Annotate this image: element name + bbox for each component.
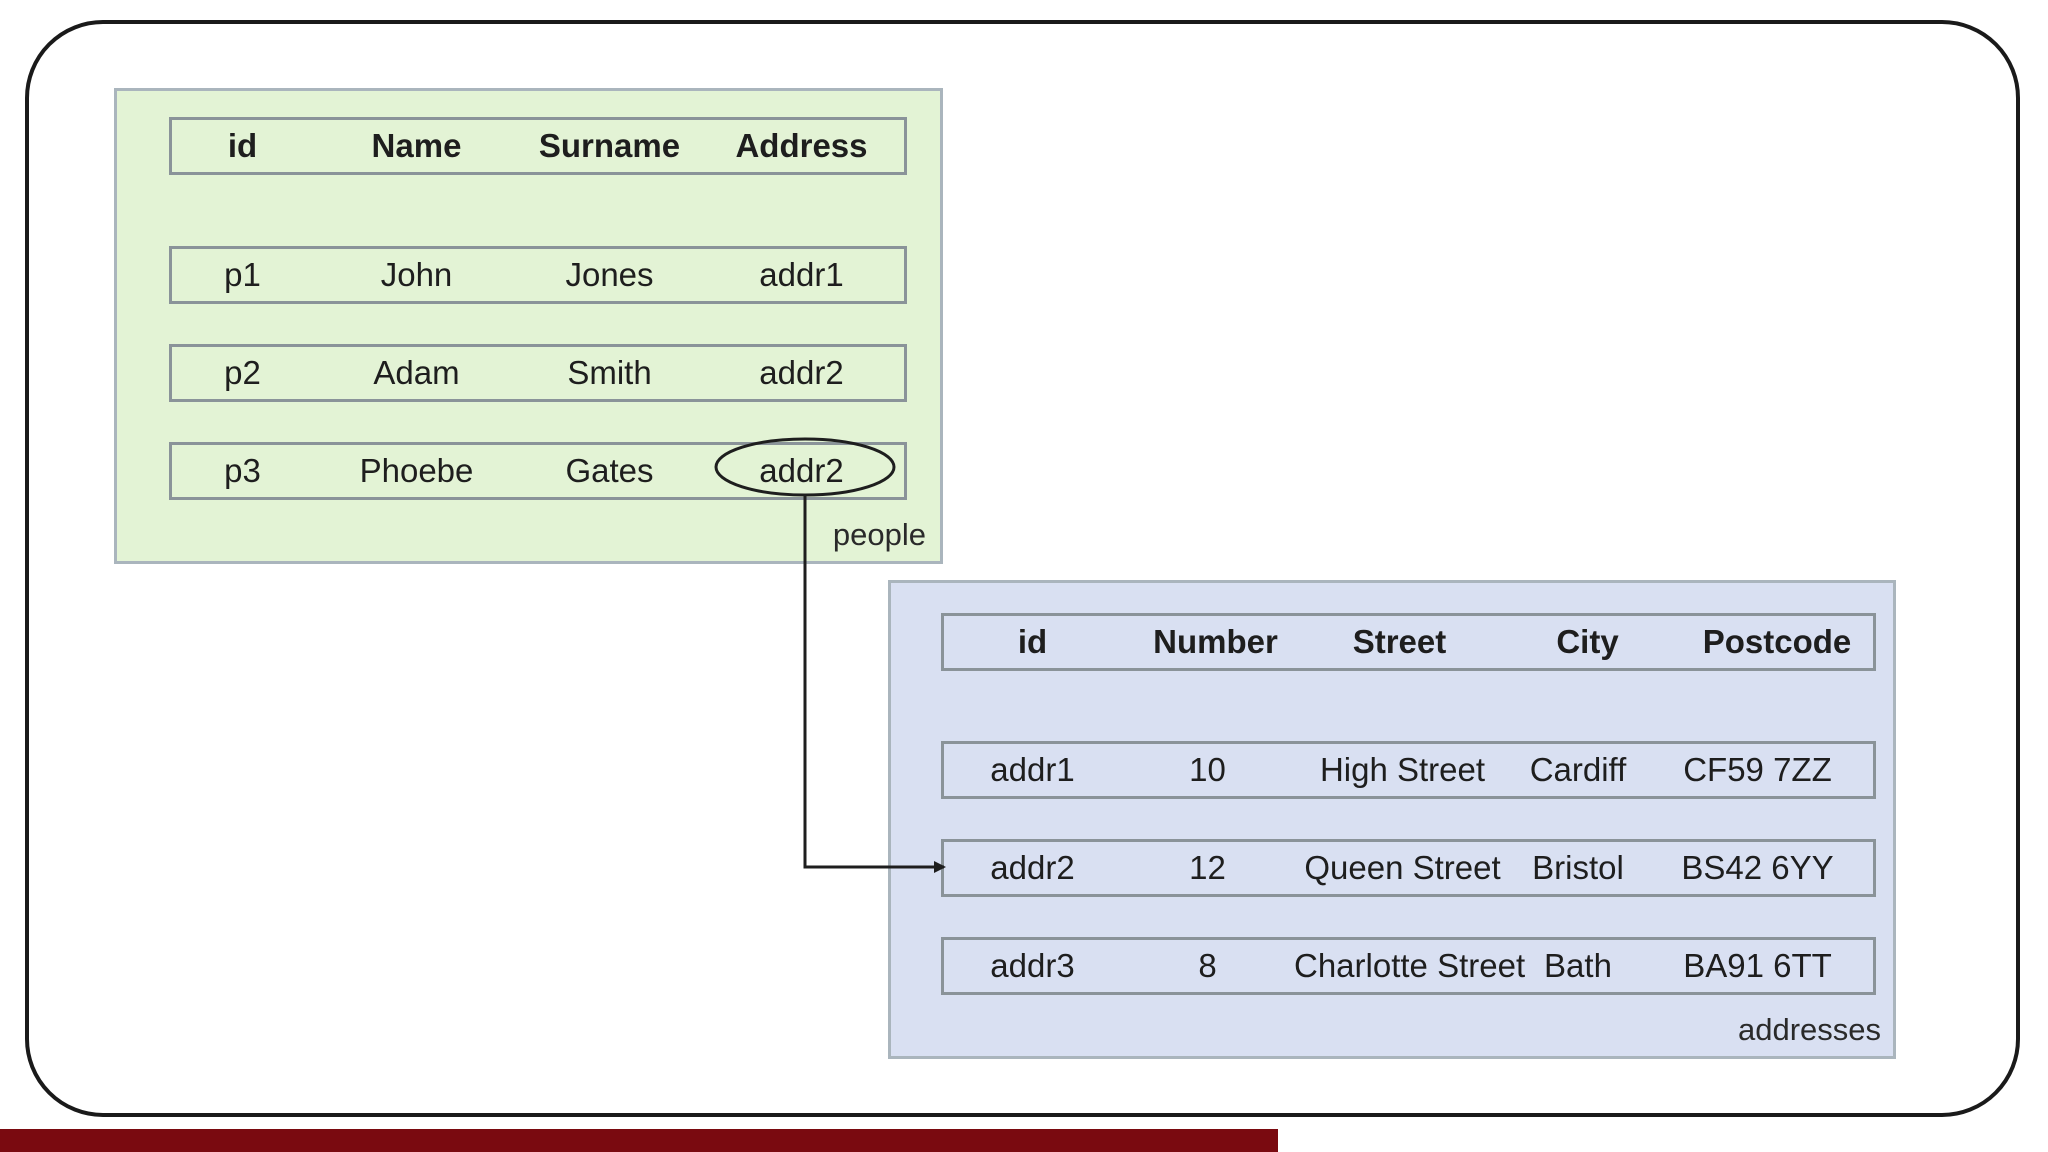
table-row: p1 John Jones addr1 — [169, 246, 907, 304]
slide-frame — [25, 20, 2020, 1117]
people-cell-surname: Smith — [567, 354, 652, 391]
addresses-cell-city: Bath — [1544, 947, 1612, 984]
people-cell-id: p2 — [224, 354, 261, 391]
people-cell-surname: Jones — [565, 256, 654, 293]
addresses-col-city: City — [1556, 623, 1619, 660]
addresses-cell-id: addr3 — [990, 947, 1075, 984]
people-cell-surname: Gates — [565, 452, 654, 489]
addresses-cell-id: addr2 — [990, 849, 1075, 886]
addresses-col-number: Number — [1153, 623, 1278, 660]
addresses-col-postcode: Postcode — [1702, 623, 1852, 660]
table-row: addr3 8 Charlotte Street Bath BA91 6TT — [941, 937, 1876, 995]
addresses-cell-postcode: BA91 6TT — [1683, 947, 1832, 984]
table-row: addr1 10 High Street Cardiff CF59 7ZZ — [941, 741, 1876, 799]
people-col-id: id — [227, 127, 258, 164]
people-cell-address: addr1 — [759, 256, 844, 293]
table-row: p2 Adam Smith addr2 — [169, 344, 907, 402]
people-table-caption: people — [832, 517, 926, 552]
addresses-table: id Number Street City Postcode addr1 10 … — [888, 580, 1896, 1059]
addresses-cell-postcode: BS42 6YY — [1681, 849, 1834, 886]
footer-accent-bar — [0, 1129, 1278, 1152]
people-col-address: Address — [735, 127, 868, 164]
people-col-name: Name — [371, 127, 462, 164]
addresses-col-id: id — [1017, 623, 1048, 660]
people-cell-address-highlighted: addr2 — [759, 452, 844, 489]
addresses-cell-city: Bristol — [1532, 849, 1624, 886]
people-cell-id: p3 — [224, 452, 261, 489]
people-cell-name: Adam — [373, 354, 460, 391]
addresses-cell-id: addr1 — [990, 751, 1075, 788]
people-header-row: id Name Surname Address — [169, 117, 907, 175]
addresses-table-caption: addresses — [1737, 1012, 1881, 1047]
people-cell-address: addr2 — [759, 354, 844, 391]
addresses-cell-number: 12 — [1189, 849, 1226, 886]
addresses-cell-street: Queen Street — [1304, 849, 1501, 886]
people-table: id Name Surname Address p1 John Jones ad… — [114, 88, 943, 564]
table-row: p3 Phoebe Gates addr2 — [169, 442, 907, 500]
addresses-cell-postcode: CF59 7ZZ — [1683, 751, 1832, 788]
people-cell-name: Phoebe — [359, 452, 474, 489]
addresses-header-row: id Number Street City Postcode — [941, 613, 1876, 671]
people-cell-name: John — [380, 256, 453, 293]
addresses-cell-number: 8 — [1198, 947, 1217, 984]
addresses-cell-street: Charlotte Street — [1294, 947, 1526, 984]
addresses-cell-number: 10 — [1189, 751, 1226, 788]
table-row: addr2 12 Queen Street Bristol BS42 6YY — [941, 839, 1876, 897]
people-col-surname: Surname — [538, 127, 681, 164]
addresses-col-street: Street — [1352, 623, 1447, 660]
addresses-cell-street: High Street — [1319, 751, 1486, 788]
addresses-cell-city: Cardiff — [1529, 751, 1627, 788]
people-cell-id: p1 — [224, 256, 261, 293]
